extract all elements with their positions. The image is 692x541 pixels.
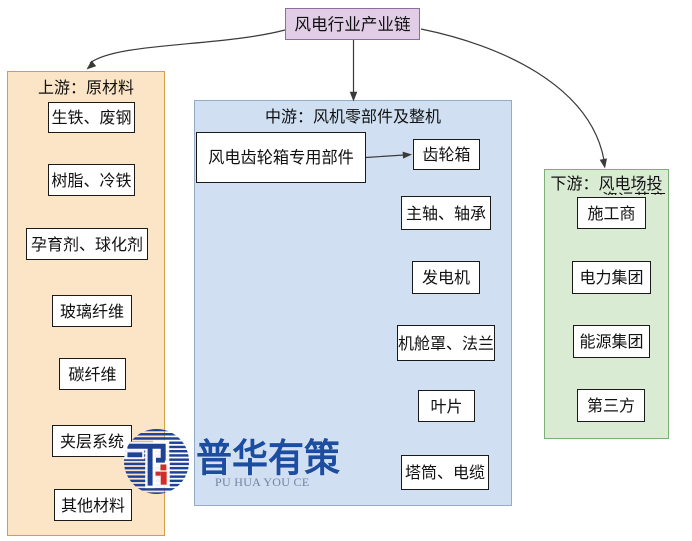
downstream-panel-title: 下游：风电场投 <box>550 176 663 193</box>
brand-name: 普华有策 <box>196 435 341 481</box>
arrow-root-to-upstream-line <box>89 29 286 64</box>
upstream-item-glass-fiber: 玻璃纤维 <box>52 295 132 327</box>
midstream-item-gearbox-special-parts: 风电齿轮箱专用部件 <box>196 132 366 183</box>
midstream-item-generator: 发电机 <box>412 261 480 294</box>
puhua-logo-icon <box>123 428 190 495</box>
downstream-item-constructor: 施工商 <box>577 197 646 229</box>
arrow-root-to-downstream-head <box>599 158 607 169</box>
brand-subtitle: PU HUA YOU CE <box>215 475 310 489</box>
root-node-label: 风电行业产业链 <box>294 15 411 34</box>
downstream-item-energy-group: 能源集团 <box>573 325 650 358</box>
upstream-panel-title: 上游：原材料 <box>37 80 134 97</box>
upstream-item-other-materials: 其他材料 <box>54 489 132 521</box>
midstream-item-blade: 叶片 <box>418 390 475 422</box>
downstream-item-third-party: 第三方 <box>577 389 645 422</box>
downstream-panel-title-wrapped: 资运营商 <box>602 192 666 195</box>
upstream-item-inoculant-nodulizer: 孕育剂、球化剂 <box>26 228 148 260</box>
midstream-item-gearbox: 齿轮箱 <box>413 139 480 170</box>
upstream-item-carbon-fiber: 碳纤维 <box>59 358 126 390</box>
root-node: 风电行业产业链 <box>285 8 420 40</box>
upstream-item-sandwich-system: 夹层系统 <box>52 425 132 457</box>
upstream-panel: 上游：原材料 <box>7 71 165 536</box>
logo-red-i <box>155 464 167 485</box>
logo-p-mark <box>127 443 166 486</box>
midstream-item-tower-cable: 塔筒、电缆 <box>401 455 489 490</box>
midstream-item-nacelle-cover-flange: 机舱罩、法兰 <box>397 325 495 361</box>
midstream-panel-title: 中游：风机零部件及整机 <box>264 109 441 126</box>
upstream-item-pig-iron-scrap-steel: 生铁、废钢 <box>48 102 135 133</box>
downstream-item-power-group: 电力集团 <box>572 261 651 294</box>
midstream-item-main-shaft-bearing: 主轴、轴承 <box>401 196 491 230</box>
downstream-title-clip: 下游：风电场投 资运营商 <box>545 170 668 195</box>
upstream-item-resin-chilled-iron: 树脂、冷铁 <box>48 164 135 196</box>
